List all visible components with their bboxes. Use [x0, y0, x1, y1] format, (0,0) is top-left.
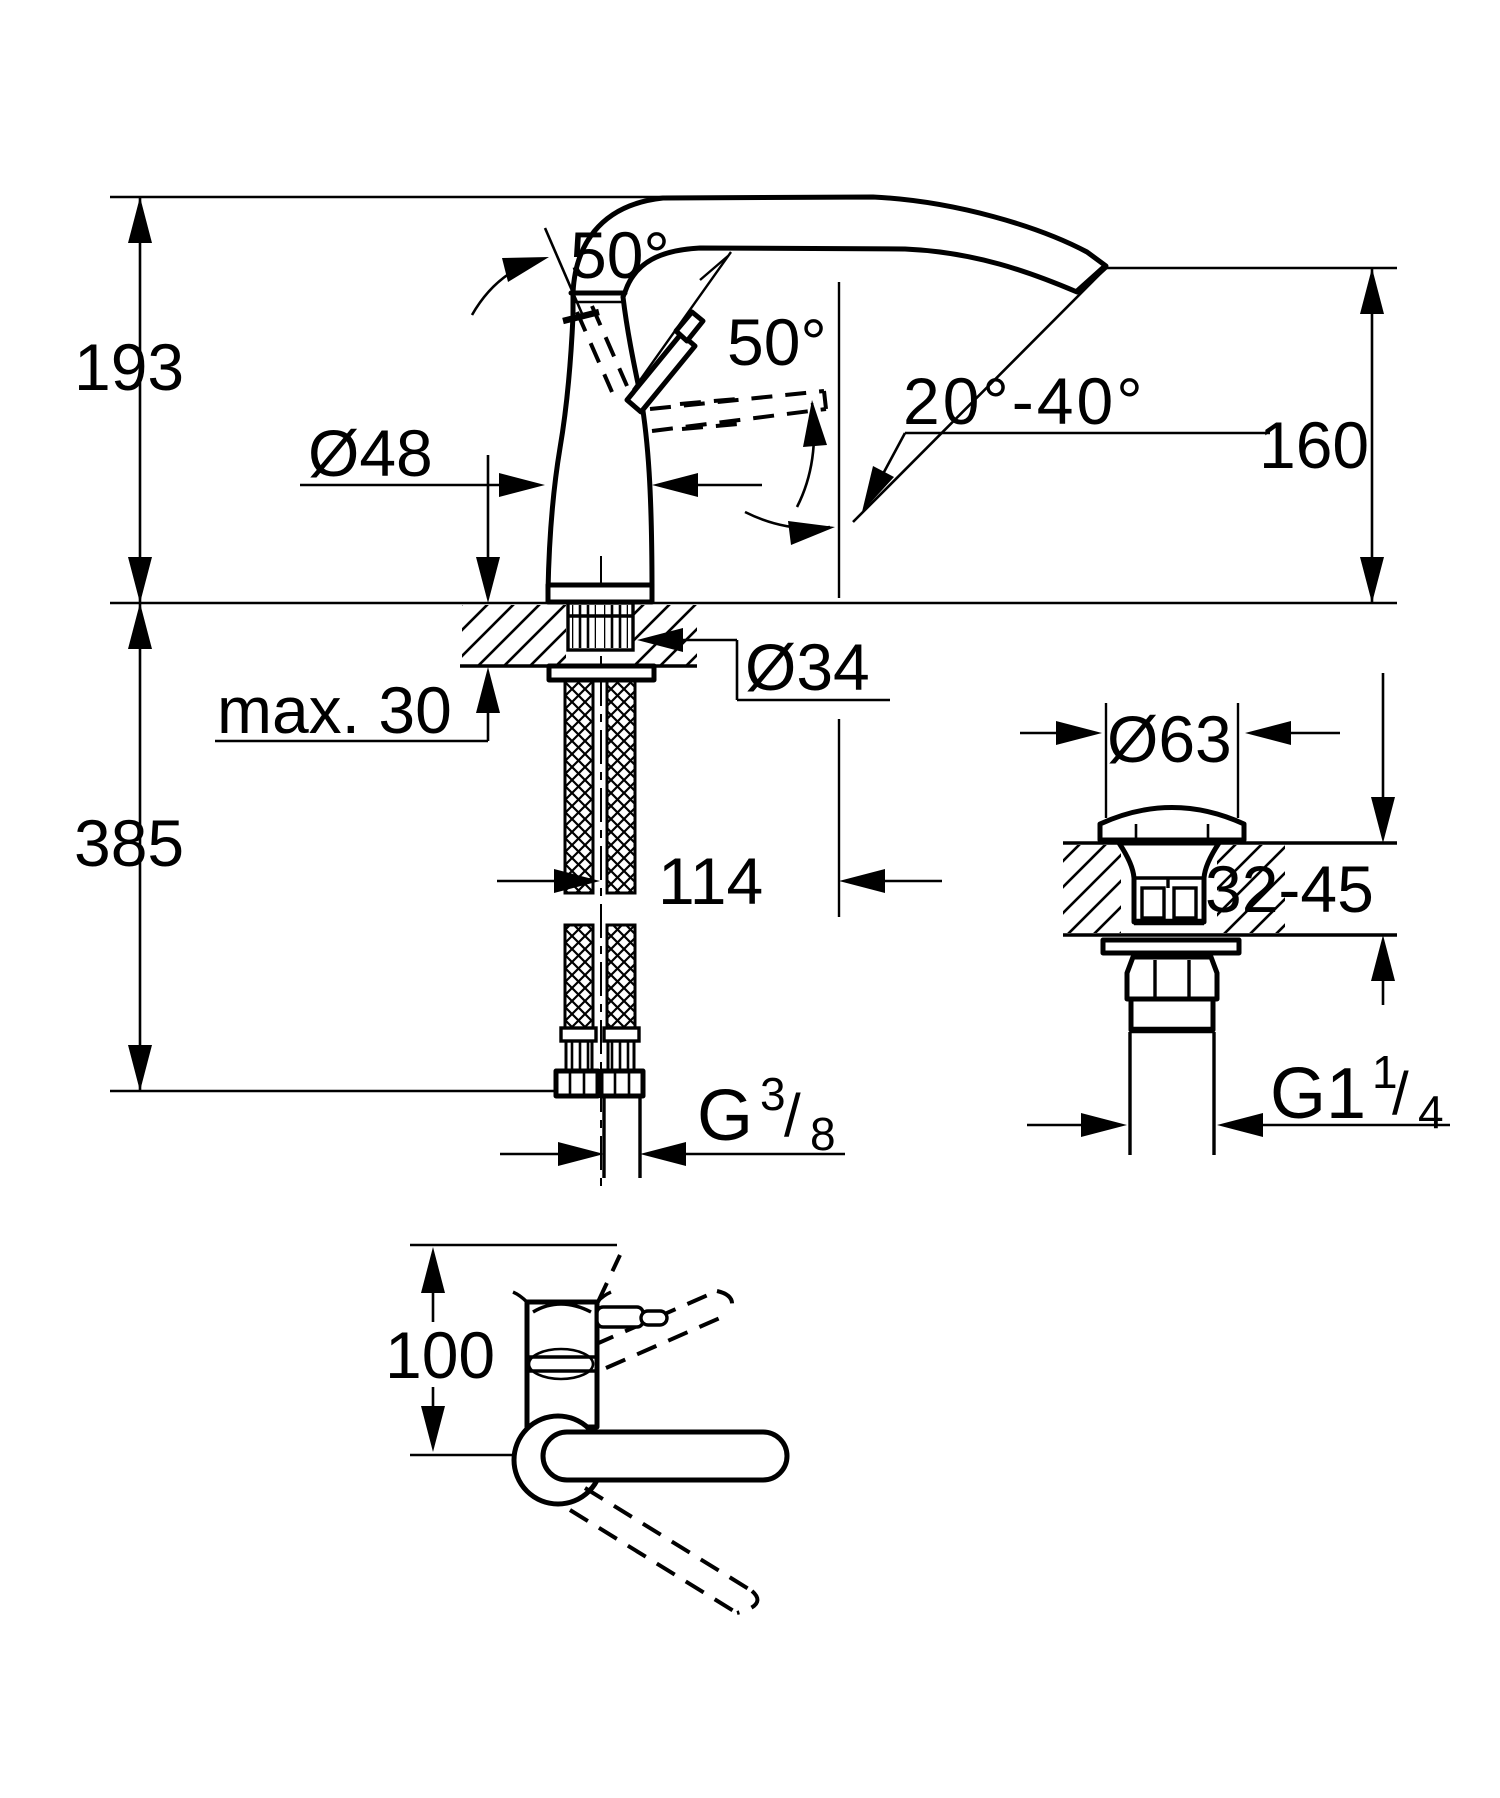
dim-385: 385	[74, 603, 184, 1091]
dim-g38: G 3 / 8	[500, 1068, 845, 1166]
dim-193: 193	[74, 197, 184, 603]
dim-100: 100	[385, 1243, 617, 1457]
front-view	[460, 194, 1109, 1186]
top-view-handle	[540, 1429, 790, 1483]
g38-main-label: G	[697, 1076, 753, 1156]
angle2040-label: 20°-40°	[903, 364, 1146, 438]
dim-dia63: Ø63	[1020, 702, 1340, 818]
dim-max30: max. 30	[215, 455, 500, 747]
dim-114-label: 114	[658, 844, 763, 918]
drain-tailpipe	[1128, 1032, 1216, 1155]
g38-denominator: 8	[810, 1108, 836, 1160]
popup-drain	[1097, 805, 1247, 1155]
top-view-lever-pin	[639, 1309, 669, 1327]
lever-axis-line	[632, 251, 732, 391]
lever-handle	[624, 309, 706, 415]
dim-angle50-spout: 50°	[727, 282, 841, 917]
dim-385-label: 385	[74, 806, 184, 880]
top-view: 100	[385, 1243, 790, 1615]
top-view-lever-pin-base	[595, 1305, 645, 1329]
lever-alt-positions-dashed	[575, 305, 828, 433]
g38-numerator: 3	[760, 1068, 786, 1120]
top-view-body	[511, 1290, 790, 1507]
dim-dia34-label: Ø34	[745, 630, 870, 704]
top-view-dashed-positions-upper	[593, 1254, 734, 1370]
angle50-spout-label: 50°	[727, 305, 827, 379]
dim-g114: G1 1 / 4	[1027, 1046, 1450, 1138]
g38-slash: /	[784, 1082, 801, 1149]
dim-max30-label: max. 30	[217, 673, 452, 747]
dimensions-front: 193 385 max. 30 Ø48	[74, 195, 1397, 1166]
g38-connection-pipe	[602, 1096, 642, 1178]
dim-3245-label: 32-45	[1205, 852, 1374, 926]
angle50-handle-label: 50°	[570, 218, 670, 292]
dim-114: 114	[497, 844, 942, 918]
dim-160-label: 160	[1259, 408, 1369, 482]
dim-160: 160	[1259, 268, 1384, 603]
drain-detail-view: Ø63	[1020, 673, 1450, 1155]
spout-tip-diagonal	[852, 267, 1107, 523]
dim-dia34: Ø34	[637, 628, 890, 704]
g114-slash: /	[1392, 1060, 1409, 1127]
dim-193-label: 193	[74, 330, 184, 404]
dim-dia48-label: Ø48	[308, 416, 433, 490]
g114-numerator: 1	[1372, 1046, 1398, 1098]
dim-dia63-label: Ø63	[1107, 702, 1232, 776]
drain-countertop-section	[1063, 841, 1397, 937]
g114-denominator: 4	[1418, 1086, 1444, 1138]
dim-100-label: 100	[385, 1318, 495, 1392]
dim-dia48: Ø48	[300, 416, 762, 497]
g114-main-label: G1	[1270, 1054, 1366, 1134]
dim-3245: 32-45	[1205, 673, 1395, 1005]
dim-angle50-handle: 50°	[470, 218, 670, 317]
dim-angle2040: 20°-40°	[862, 364, 1270, 512]
top-view-dashed-positions-lower	[568, 1486, 760, 1615]
supply-hoses	[553, 679, 646, 1178]
